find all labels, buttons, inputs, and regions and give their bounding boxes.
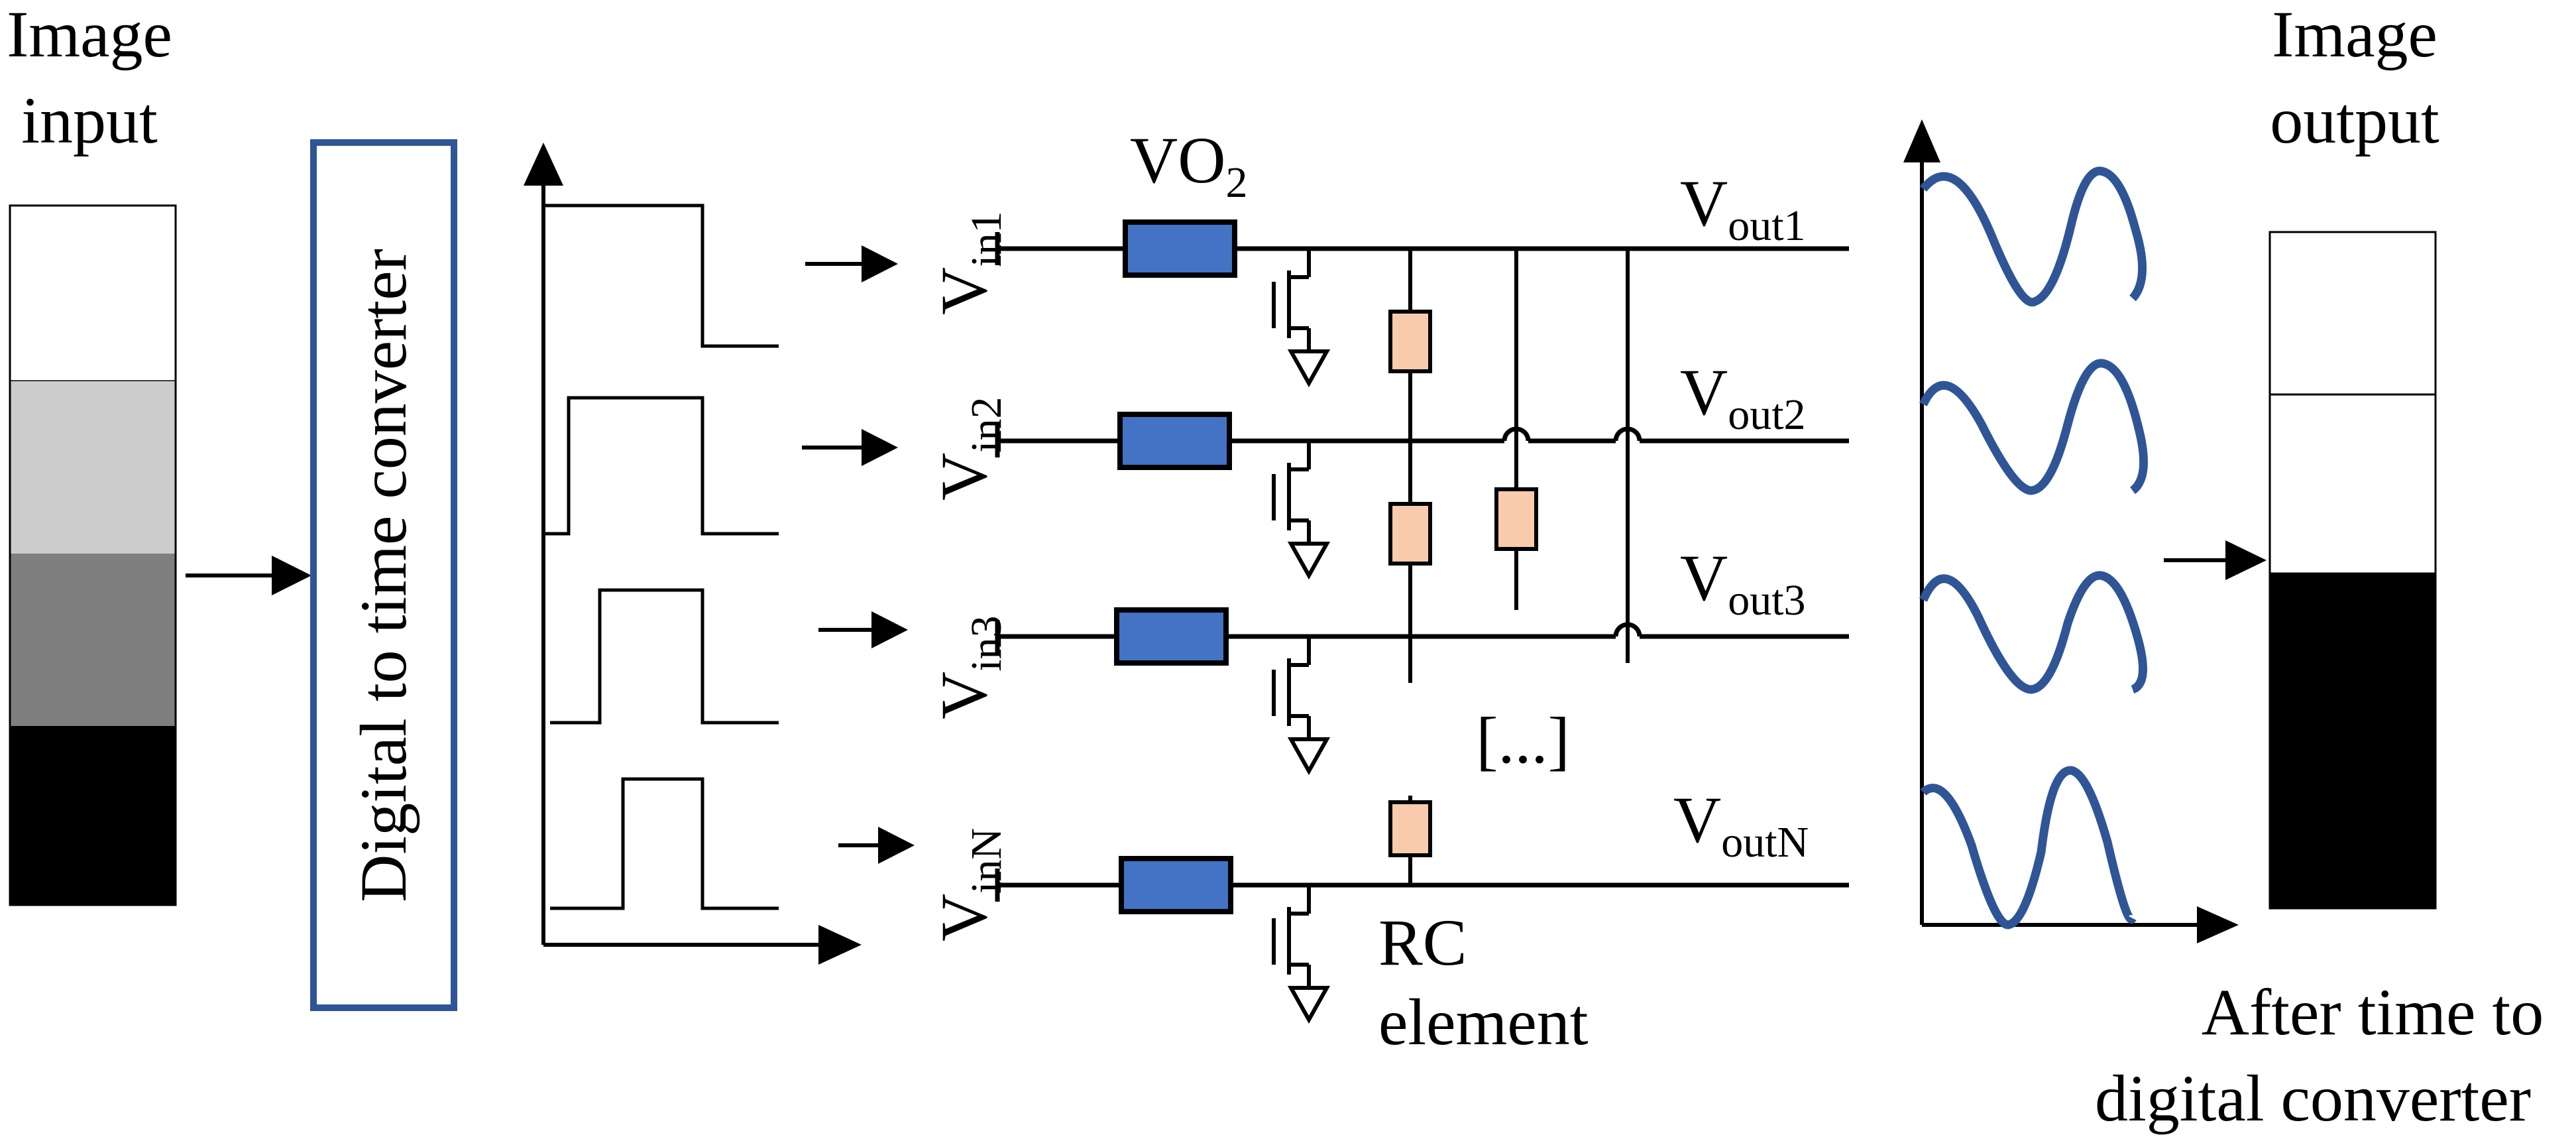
caption: After time to digital converter <box>2095 975 2544 1135</box>
transistor-1 <box>1272 249 1331 388</box>
rc-label-line1: RC <box>1378 906 1467 979</box>
converter-label: Digital to time converter <box>347 249 420 902</box>
input-title-line2: input <box>21 84 158 157</box>
output-block-1 <box>2268 231 2437 396</box>
oscillation-wave-3 <box>1919 571 2147 694</box>
vin1-label: Vin1 <box>927 211 1011 315</box>
vin3-label: Vin3 <box>927 615 1011 719</box>
vo2-resistor-1 <box>1123 219 1237 278</box>
arrow-input-to-converter <box>186 556 311 595</box>
ellipsis-label: [...] <box>1476 703 1570 777</box>
image-output-panel: Image output <box>2268 0 2439 910</box>
rc-label-line2: element <box>1378 985 1589 1059</box>
vout3-label: Vout3 <box>1680 541 1806 625</box>
vinN-label: VinN <box>927 828 1011 941</box>
vo2-resistor-3 <box>1114 607 1229 666</box>
transistor-2 <box>1272 441 1331 580</box>
arrow-to-output <box>2164 540 2267 580</box>
input-panel-border <box>9 204 177 906</box>
oscillation-wave-4 <box>1920 766 2137 930</box>
osc-plot-y-arrow <box>1903 119 1940 162</box>
input-block-3 <box>10 554 176 726</box>
oscillation-wave-2 <box>1919 359 2149 495</box>
converter-box <box>310 139 457 1011</box>
pulse-plot-x-arrow <box>818 925 862 965</box>
transistor-3 <box>1272 636 1331 776</box>
pulse-1 <box>543 204 779 348</box>
input-title-line1: Image <box>7 0 172 71</box>
output-block-3 <box>2268 572 2437 910</box>
transistor-n <box>1272 885 1331 1024</box>
pulse-plot <box>524 143 862 965</box>
vo2-label: VO2 <box>1130 123 1247 207</box>
input-block-4 <box>10 726 176 905</box>
pulse-3 <box>550 588 779 725</box>
oscillation-wave-1 <box>1919 166 2147 307</box>
image-input-panel: Image input <box>7 0 177 906</box>
rc-element-n <box>1388 800 1432 857</box>
rc-element-2 <box>1388 502 1432 566</box>
circuit-row-2: Vin2 Vout2 <box>927 355 1849 580</box>
rc-element-3 <box>1494 487 1538 551</box>
output-block-2 <box>2268 393 2437 575</box>
vout1-label: Vout1 <box>1680 166 1806 250</box>
pulse-2 <box>543 396 779 536</box>
input-block-2 <box>10 381 176 554</box>
pulse-plot-y-arrow <box>524 143 563 186</box>
vout2-label: Vout2 <box>1680 355 1806 439</box>
caption-line1: After time to <box>2202 975 2544 1049</box>
circuit-row-n: VinN VoutN <box>927 783 1849 1024</box>
oscillation-plot <box>1903 119 2239 943</box>
pulse-4 <box>550 777 779 910</box>
output-title-line2: output <box>2270 84 2439 157</box>
output-title-line1: Image <box>2272 0 2437 71</box>
oscillator-circuit: VO2 Vin1 Vout1 Vin2 <box>927 123 1849 1059</box>
rc-element-1 <box>1388 310 1432 373</box>
voutN-label: VoutN <box>1673 783 1809 867</box>
caption-line2: digital converter <box>2095 1061 2531 1135</box>
input-arrows <box>802 245 915 864</box>
vo2-resistor-2 <box>1117 412 1232 470</box>
input-block-1 <box>9 204 177 383</box>
digital-to-time-converter: Digital to time converter <box>310 139 457 1011</box>
vo2-resistor-n <box>1119 856 1233 914</box>
osc-plot-x-arrow <box>2197 906 2239 943</box>
circuit-row-3: Vin3 Vout3 <box>927 541 1849 776</box>
coupling-network <box>1388 249 1630 885</box>
circuit-row-1: Vin1 Vout1 <box>927 166 1849 388</box>
vin2-label: Vin2 <box>927 396 1011 501</box>
